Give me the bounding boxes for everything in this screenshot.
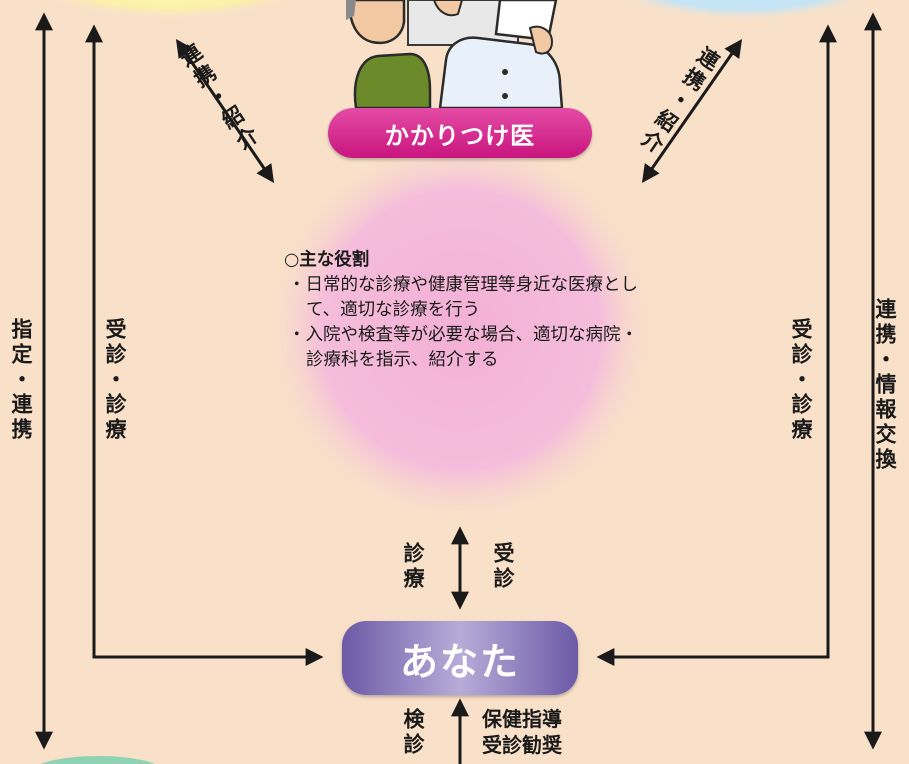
center-down-right-label-1: 保健指導	[482, 707, 562, 731]
role-circle	[261, 130, 661, 530]
far-right-label: 連携・情報交換	[873, 298, 897, 473]
family-doctor-label: かかりつけ医	[328, 108, 592, 158]
doctor-illustration	[346, 0, 564, 110]
diag-left-arrow	[175, 39, 275, 183]
center-down-left-label: 検診	[401, 708, 425, 758]
right-label: 受診・診療	[789, 318, 813, 443]
role-item: ・入院や検査等が必要な場合、適切な病院・診療科を指示、紹介する	[288, 325, 638, 370]
bottom-left-box	[40, 756, 156, 764]
center-up-left-label: 診療	[401, 542, 425, 592]
diag-right-arrow	[641, 39, 743, 183]
top-left-circle	[43, 0, 297, 20]
role-title: ○主な役割	[284, 250, 370, 270]
left-l-arrow	[85, 24, 324, 666]
role-description: ○主な役割 ・日常的な診療や健康管理等身近な医療として、適切な診療を行う ・入院…	[284, 248, 644, 373]
top-right-circle	[618, 0, 872, 22]
you-label: あなた	[342, 621, 578, 695]
right-l-arrow	[596, 24, 837, 666]
center-down-right-label-2: 受診勧奨	[482, 733, 562, 757]
far-left-label: 指定・連携	[9, 318, 33, 443]
role-item: ・日常的な診療や健康管理等身近な医療として、適切な診療を行う	[288, 275, 638, 320]
center-up-right-label: 受診	[491, 542, 515, 592]
left-label: 受診・診療	[103, 318, 127, 443]
